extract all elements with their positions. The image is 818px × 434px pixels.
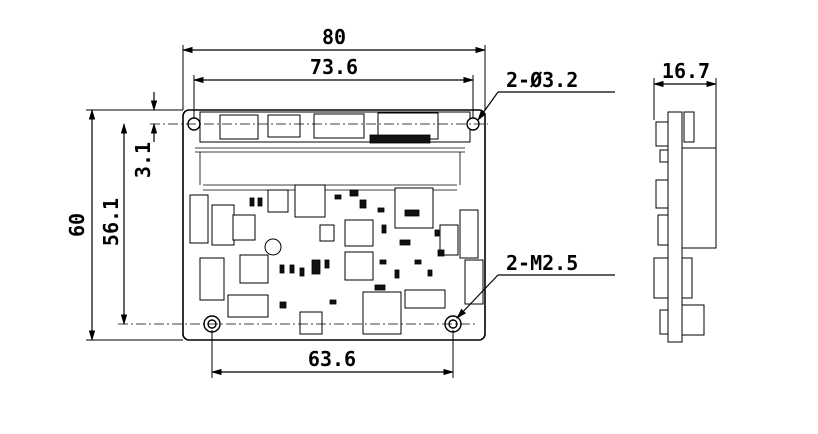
side-view: 16.7 (652, 59, 718, 343)
chip-connector-bottom (404, 289, 446, 309)
side-comp-c (655, 179, 669, 209)
socket-rail (195, 147, 465, 153)
chip-bottom-left (199, 257, 225, 301)
dim-hole-spacing-vertical: 56.1 (99, 198, 123, 246)
chip-small-a (267, 189, 289, 213)
top-component-b (267, 114, 301, 138)
top-pin-header (369, 134, 431, 144)
dim-hole-spacing-top: 73.6 (310, 55, 358, 79)
side-pcb (667, 111, 683, 343)
side-comp-h (683, 111, 695, 143)
side-comp-g (659, 309, 669, 335)
top-component-c (313, 113, 365, 139)
left-clip (189, 194, 209, 244)
usb-connector (362, 291, 402, 335)
chip-left (239, 254, 269, 284)
chip-bottom-b (227, 294, 269, 318)
side-connector-right (464, 259, 484, 305)
chip-bottom-c (299, 311, 323, 335)
dim-overall-width: 80 (322, 25, 346, 49)
callout-bottom-holes: 2-M2.5 (506, 251, 578, 275)
chip-inductor (394, 187, 434, 229)
chip-main (294, 184, 326, 218)
side-comp-f (681, 257, 693, 299)
chip-processor (344, 251, 374, 281)
chip-regulator (344, 219, 374, 247)
smd-parts (249, 189, 445, 309)
front-dimensions: 80 73.6 60 56.1 3.1 63.6 2-Ø3.2 2-M2.5 (65, 25, 615, 378)
dim-hole-offset-top: 3.1 (131, 142, 155, 178)
dim-overall-height: 60 (65, 213, 89, 237)
dim-side-thickness: 16.7 (662, 59, 710, 83)
side-comp-e (653, 257, 669, 299)
right-clip (459, 209, 479, 259)
right-latch (439, 224, 459, 256)
socket-sides (199, 152, 461, 185)
capacitor-round (264, 238, 282, 256)
front-view (118, 109, 488, 341)
callout-top-holes: 2-Ø3.2 (506, 68, 578, 92)
left-latch (211, 204, 235, 246)
side-comp-a (655, 121, 669, 147)
side-comp-b (659, 149, 669, 163)
dim-hole-spacing-bottom: 63.6 (308, 347, 356, 371)
chip-small-b (232, 214, 256, 241)
side-socket (681, 147, 717, 249)
side-comp-d (657, 214, 669, 246)
top-component-a (219, 114, 259, 140)
side-usb (681, 304, 705, 336)
callout-leader-top (477, 91, 499, 121)
chip-small-c (319, 224, 335, 242)
callout-leader-bottom (456, 274, 499, 319)
